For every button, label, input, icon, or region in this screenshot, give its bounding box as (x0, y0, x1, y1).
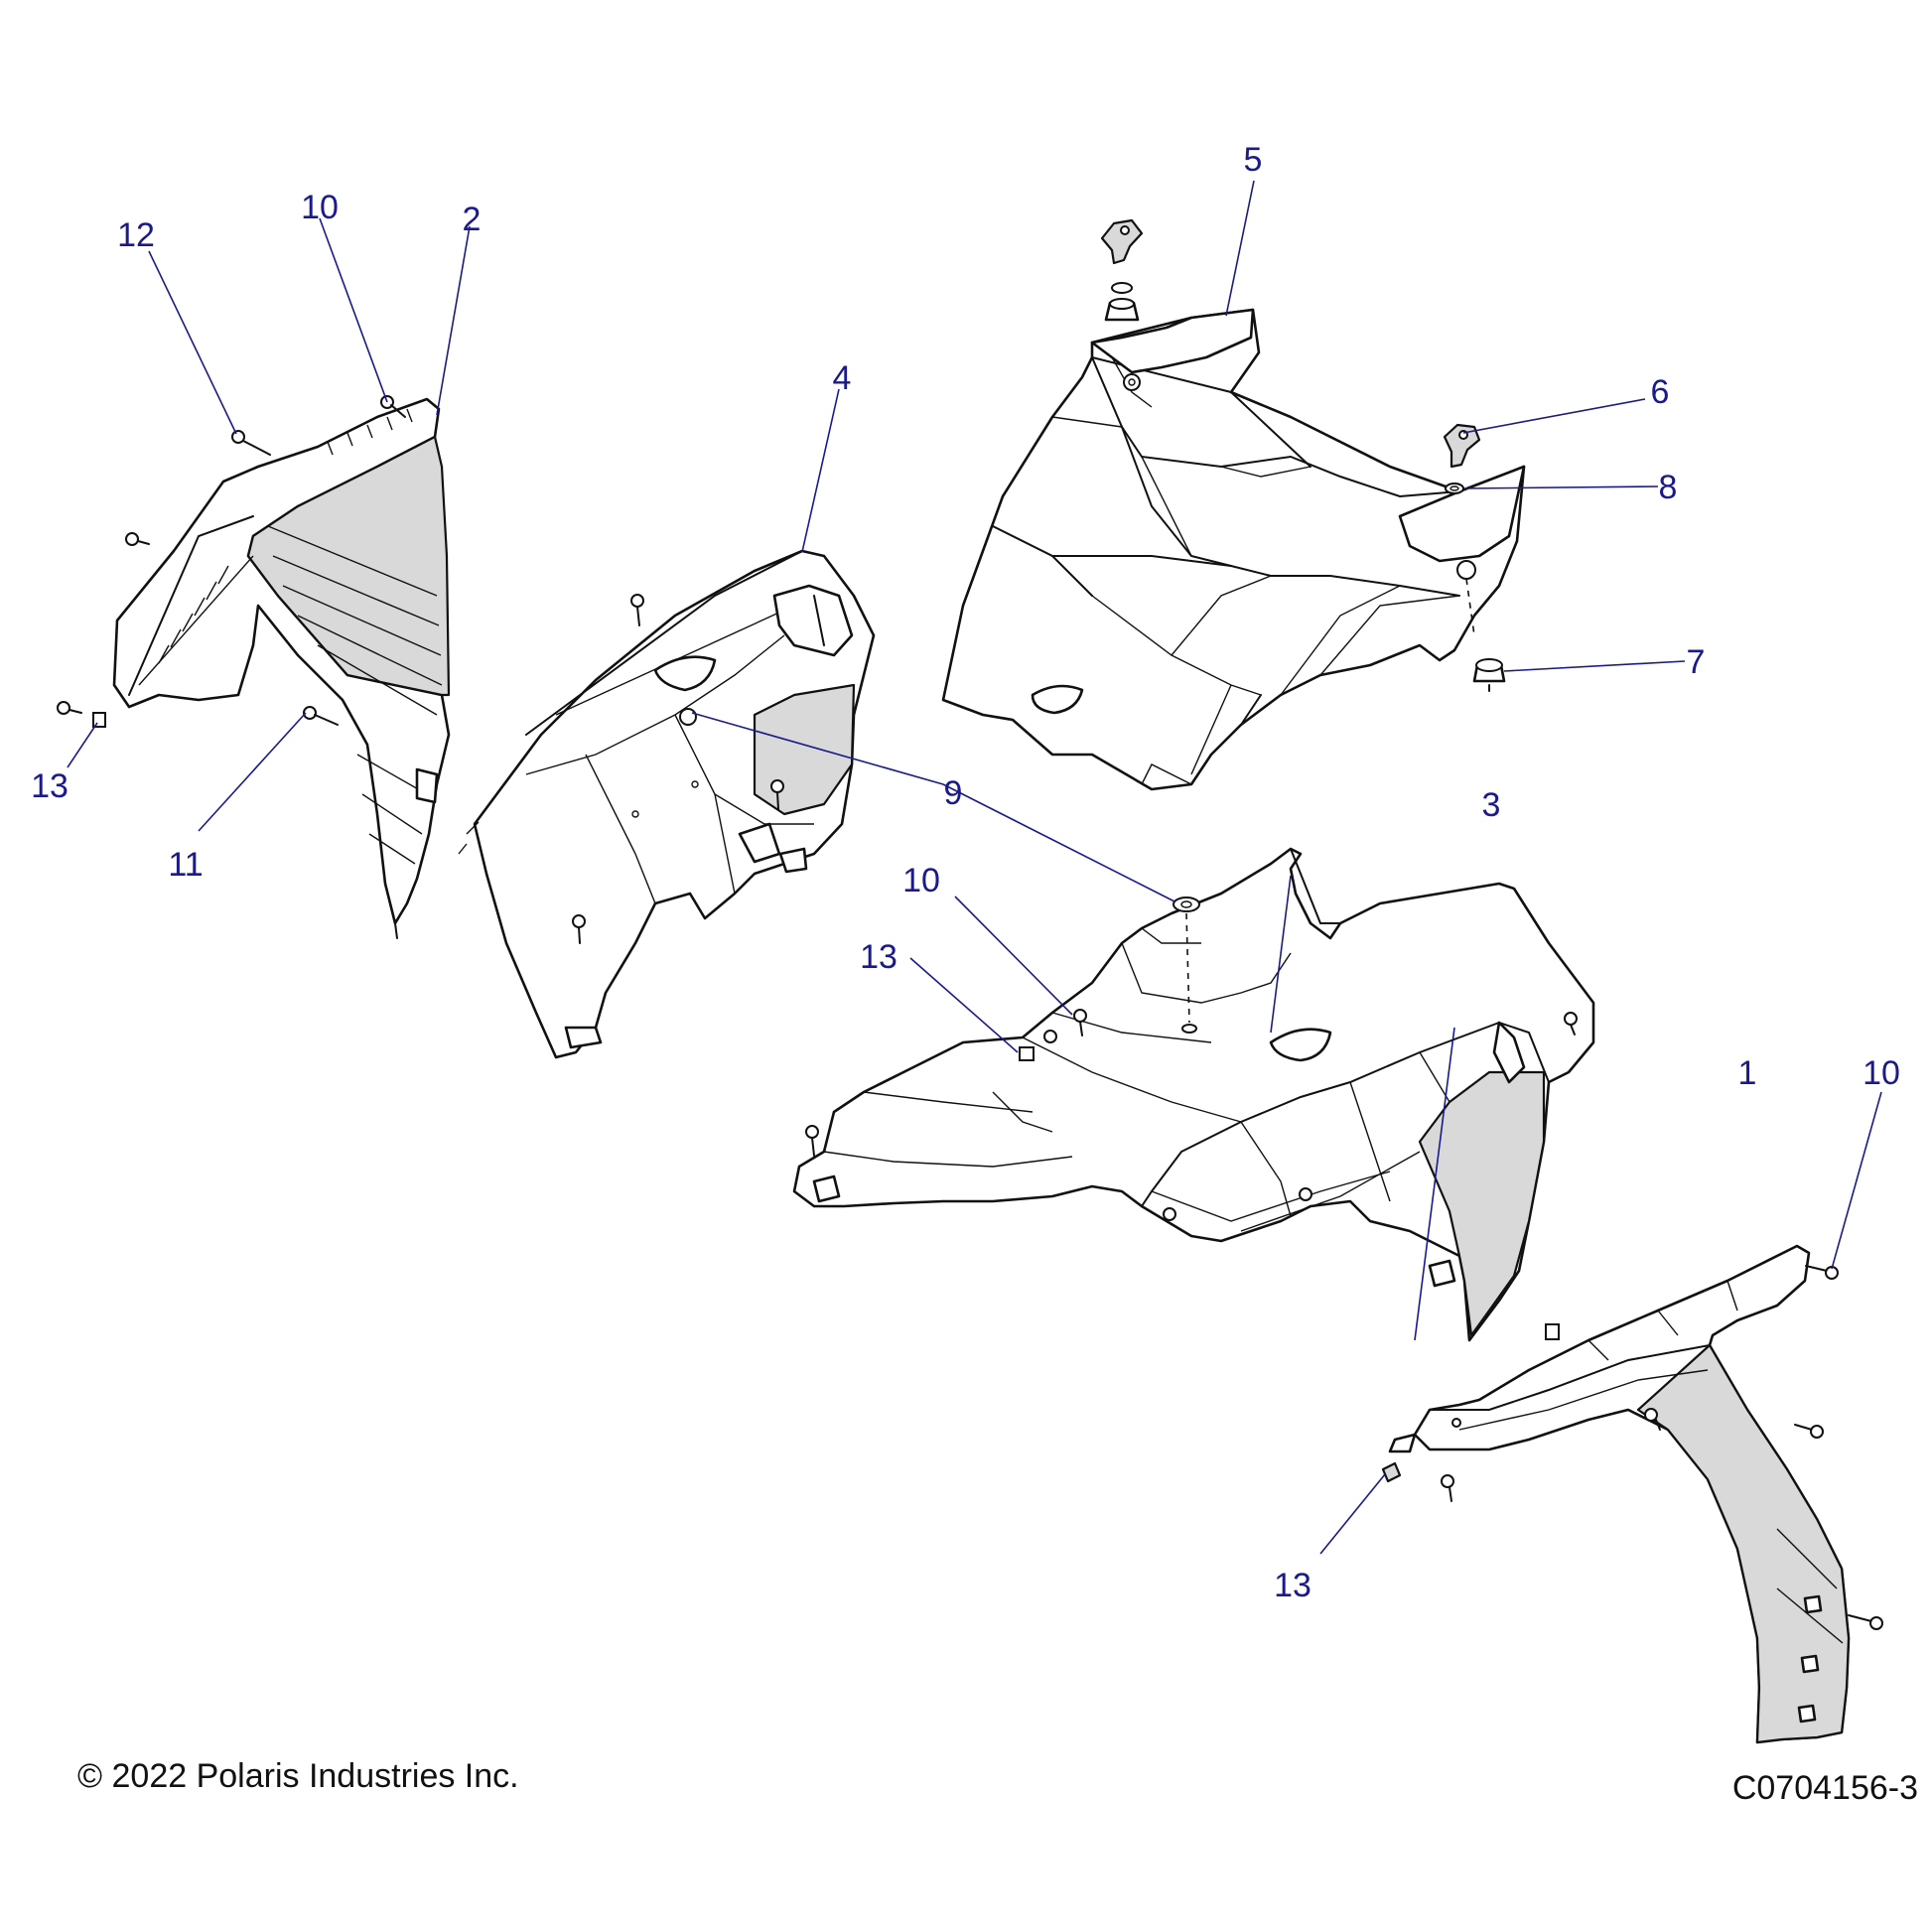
part-1-front-fender (1388, 1244, 1851, 1744)
part-1-fasteners (1381, 1265, 1883, 1630)
part-6-latch-top (1100, 218, 1144, 322)
callout-8: 8 (1659, 469, 1678, 506)
callout-11: 11 (168, 846, 203, 884)
callout-10-top: 10 (301, 189, 339, 226)
callout-12: 12 (117, 216, 155, 254)
callout-4: 4 (833, 359, 852, 397)
part-3-fasteners (805, 897, 1578, 1157)
callout-13-left: 13 (31, 767, 69, 805)
callout-labels: 1 2 3 4 5 6 7 8 9 10 10 10 11 12 13 13 1… (31, 141, 1900, 1604)
callout-1: 1 (1738, 1054, 1757, 1092)
part-2-fasteners (57, 395, 406, 728)
part-7-grommet (1472, 658, 1506, 692)
part-2-left-fender (112, 397, 451, 939)
part-5-hood (941, 308, 1526, 791)
callout-6: 6 (1651, 373, 1670, 411)
part-3-side-panel (792, 847, 1595, 1342)
callout-10-middle: 10 (902, 862, 940, 899)
drawing-number: C0704156-3 (1731, 1769, 1918, 1807)
callout-3: 3 (1482, 786, 1501, 824)
part-8-washer (1445, 483, 1464, 494)
callout-7: 7 (1687, 643, 1706, 681)
part-4-inner-fender (458, 549, 876, 1059)
copyright-notice: © 2022 Polaris Industries Inc. (77, 1757, 519, 1795)
callout-5: 5 (1244, 141, 1263, 179)
callout-2: 2 (463, 201, 482, 238)
callout-13-bottom: 13 (1274, 1567, 1311, 1604)
callout-9: 9 (944, 774, 963, 812)
callout-10-right: 10 (1863, 1054, 1900, 1092)
callout-13-middle: 13 (860, 938, 897, 976)
leader-lines (67, 180, 1882, 1555)
